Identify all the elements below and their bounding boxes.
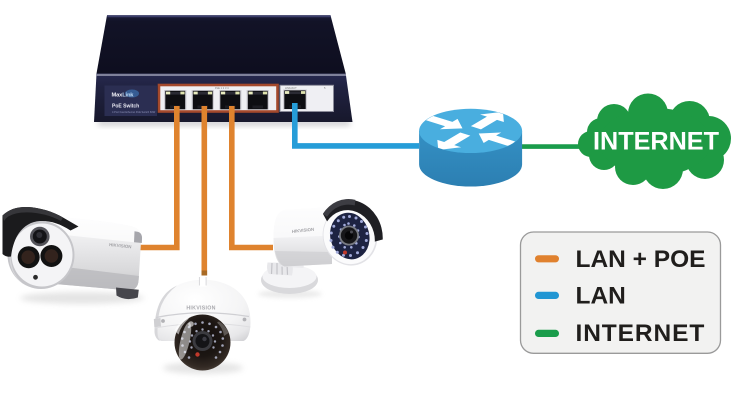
svg-text:PoE 1 2 3 4: PoE 1 2 3 4 xyxy=(215,86,229,90)
svg-text:5: 5 xyxy=(324,86,326,90)
svg-text:HIKVISION: HIKVISION xyxy=(109,242,132,249)
svg-text:4 Port Fast Ethernet PoE Switc: 4 Port Fast Ethernet PoE Switch 60W xyxy=(112,110,156,114)
svg-text:HIKVISION: HIKVISION xyxy=(186,306,215,312)
svg-text:LAN + POE: LAN + POE xyxy=(576,246,706,273)
svg-text:LINK/ACT: LINK/ACT xyxy=(285,86,297,90)
svg-text:MaxLink: MaxLink xyxy=(112,93,135,99)
svg-text:PoE Switch: PoE Switch xyxy=(112,104,139,110)
svg-text:INTERNET: INTERNET xyxy=(576,320,706,347)
svg-text:INTERNET: INTERNET xyxy=(593,128,720,156)
svg-text:HIKVISION: HIKVISION xyxy=(292,227,315,234)
svg-text:LAN: LAN xyxy=(576,283,626,310)
